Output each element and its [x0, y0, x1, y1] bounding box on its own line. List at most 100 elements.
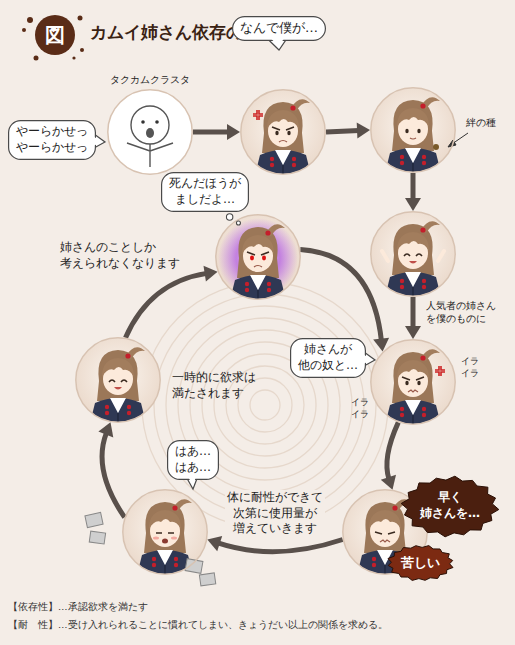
circle-caption: タクカムクラスタ	[110, 73, 190, 86]
stage-circle: タクカムクラスタ	[107, 89, 193, 175]
bubble-body	[233, 17, 326, 41]
circle-border	[371, 340, 455, 424]
node-text: 苦しい	[401, 555, 440, 572]
speech-bubble-node: やーらかせっ やーらかせっ	[8, 120, 96, 160]
happy-figure	[371, 212, 455, 301]
circle-border	[241, 90, 325, 174]
circle-caption: 一時的に欲求は 満たされます	[172, 370, 256, 401]
edge-label: 体に耐性ができて 次第に使用量が 増えていきます	[225, 490, 325, 537]
starburst-node: 早く 姉さんを…	[400, 475, 500, 538]
connector-line	[411, 297, 416, 328]
tired-figure	[123, 490, 207, 579]
node-text: 図	[45, 25, 65, 45]
satisfied-figure	[76, 338, 160, 427]
bubble-tail-join	[188, 476, 196, 486]
bubble-body	[168, 441, 219, 480]
thought-dot	[226, 214, 232, 220]
arrow-head	[204, 266, 218, 282]
circle-caption: 絆の種	[466, 116, 496, 129]
arrow-connector	[405, 297, 421, 339]
arrow-connector	[193, 124, 240, 140]
connector-line	[218, 540, 343, 552]
dark-aura-figure	[216, 215, 300, 304]
arrow-connector	[381, 422, 399, 489]
circle-outline	[122, 489, 208, 575]
connector-line	[193, 130, 229, 135]
arrow-head	[381, 475, 396, 490]
circle-outline	[75, 337, 161, 423]
circle-border	[108, 90, 192, 174]
circle-border	[371, 212, 455, 296]
connector-line	[300, 250, 381, 341]
starburst-fill	[401, 476, 499, 537]
stage-circle	[370, 339, 456, 425]
node-text: なんで僕が…	[232, 16, 326, 41]
circle-caption: 人気者の姉さん を僕のものに	[426, 299, 496, 325]
bubble-body	[291, 339, 366, 378]
arrow-connector	[126, 266, 218, 338]
node-text: 早く 姉さんを…	[420, 490, 480, 521]
starburst-fill	[388, 546, 453, 581]
fan-figure	[108, 90, 192, 174]
stage-circle: 絆の種	[370, 87, 456, 173]
text-label: 【依存性】…承認欲求を満たす	[8, 601, 148, 613]
arrow-head	[227, 124, 240, 140]
circle-border	[123, 490, 207, 574]
circle-outline	[240, 89, 326, 175]
badge-splatter	[22, 16, 84, 61]
circle-border	[76, 338, 160, 422]
bubble-tail-join	[362, 354, 372, 365]
arrow-connector	[326, 123, 370, 139]
stage-circle: 姉さんのことしか 考えられなくなります	[215, 214, 301, 300]
seed-figure	[371, 88, 455, 177]
bubble-body	[162, 173, 249, 212]
arrow-connector	[405, 173, 421, 211]
node-text: はあ… はあ…	[167, 440, 219, 479]
stage-circle: 人気者の姉さん を僕のものに	[370, 211, 456, 297]
stage-circle: 一時的に欲求は 満たされます	[75, 337, 161, 423]
circle-outline	[370, 339, 456, 425]
connector-line	[102, 433, 125, 518]
arrow-connector	[207, 536, 342, 552]
speech-bubble-node: なんで僕が…	[232, 16, 326, 41]
bubble-tail-join	[92, 136, 102, 147]
bubble-tail-join	[270, 37, 285, 47]
irritated-figure	[371, 340, 455, 429]
connector-line	[326, 131, 359, 133]
bubble-body	[9, 121, 96, 160]
badge-fill	[35, 15, 75, 55]
speech-bubble-node: 死んだほうが ましだよ…	[161, 172, 249, 212]
stage-circle	[240, 89, 326, 175]
text-label: 【耐 性】…受け入れられることに慣れてしまい、きょうだい以上の関係を求める。	[8, 619, 388, 631]
arrow-head	[405, 326, 421, 339]
circle-outline	[215, 214, 301, 300]
circle-outline	[370, 211, 456, 297]
leader-arrow	[448, 133, 468, 147]
arrow-head	[98, 422, 113, 437]
starburst-node: 苦しい	[386, 544, 455, 582]
text-label: イラ イラ	[461, 356, 479, 379]
circle-border	[371, 88, 455, 172]
arrow-head	[357, 123, 370, 139]
thought-dot	[236, 221, 240, 225]
speech-bubble-node: 姉さんが 他の奴と…	[290, 338, 366, 378]
connector-line	[387, 422, 398, 479]
arrow-connector	[300, 250, 389, 352]
connector-line	[411, 173, 416, 200]
figure-badge: 図	[34, 14, 76, 56]
text-label: イラ イラ	[351, 397, 369, 420]
arrow-head	[207, 536, 222, 551]
stage-circle	[122, 489, 208, 575]
circle-outline	[107, 89, 193, 175]
circle-border	[216, 215, 300, 299]
arrow-connector	[98, 422, 124, 517]
arrow-head	[405, 198, 421, 211]
annoyed-figure	[241, 90, 325, 179]
node-text: やーらかせっ やーらかせっ	[8, 120, 96, 159]
connector-line	[126, 273, 207, 337]
empty-packets	[85, 512, 216, 585]
circle-outline	[370, 87, 456, 173]
circle-caption: 姉さんのことしか 考えられなくなります	[60, 240, 180, 271]
